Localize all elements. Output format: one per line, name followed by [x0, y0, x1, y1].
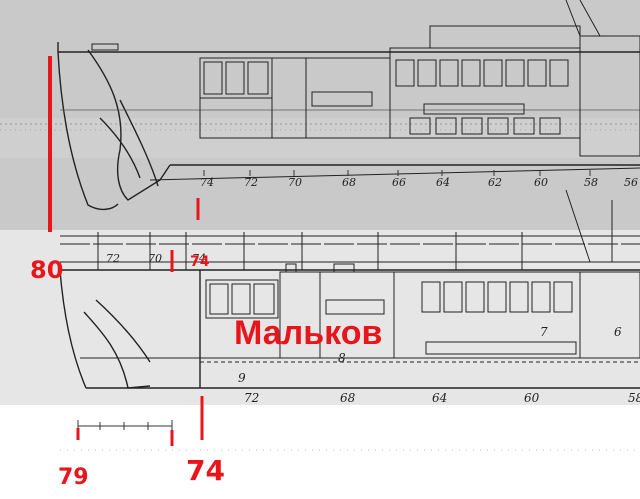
upper-frame-label: 68	[342, 176, 356, 189]
upper-frame-label: 70	[288, 176, 302, 189]
upper-frame-label: 56	[624, 176, 638, 189]
bottom-frame-label: 60	[524, 391, 540, 405]
lower-superstructure	[200, 263, 640, 363]
upper-frame-label: 72	[244, 176, 258, 189]
upper-frame-label: 60	[534, 176, 548, 189]
bottom-frame-label: 58	[628, 391, 640, 405]
compartment-label: 6	[614, 325, 622, 339]
compartment-labels: 9 8 7 6	[238, 325, 622, 385]
watermark-text: Мальков	[234, 314, 382, 352]
annotation-80: 80	[30, 256, 63, 284]
annotation-74-deck: 74	[190, 254, 210, 270]
deck-frame-label: 70	[148, 252, 162, 265]
bottom-frame-label: 68	[340, 391, 356, 405]
bottom-frame-label: 64	[432, 391, 447, 405]
lower-bottom-frame-labels: 72 68 64 60 58	[244, 391, 640, 405]
lower-scan: 72 70 74 72 68 64 60 58 9 8 7 6	[0, 189, 640, 499]
deck-frame-label: 74	[192, 252, 206, 265]
upper-frame-label: 66	[392, 176, 406, 189]
upper-frame-labels: 74 72 70 68 66 64 62 60 58 56	[200, 176, 638, 189]
upper-stern-hull	[57, 42, 640, 211]
upper-frame-label: 58	[584, 176, 598, 189]
red-annotations: 80 74 79 74 Мальков	[30, 56, 382, 490]
upper-scan: 74 72 70 68 66 64 62 60 58 56	[0, 0, 640, 230]
upper-superstructure	[91, 0, 640, 157]
upper-frame-label: 74	[200, 176, 214, 189]
upper-frame-label: 64	[436, 176, 450, 189]
annotation-79: 79	[58, 465, 89, 490]
lower-deck-rail	[60, 189, 640, 271]
bottom-frame-label: 72	[244, 391, 259, 405]
upper-frame-label: 62	[488, 176, 502, 189]
compartment-label: 7	[540, 325, 548, 339]
annotation-74-lower: 74	[186, 454, 225, 487]
lower-deck-frame-labels: 72 70 74	[106, 252, 206, 265]
compartment-label: 8	[338, 351, 346, 365]
deck-frame-label: 72	[106, 252, 120, 265]
compartment-label: 9	[238, 371, 246, 385]
upper-scan-background	[0, 0, 640, 230]
